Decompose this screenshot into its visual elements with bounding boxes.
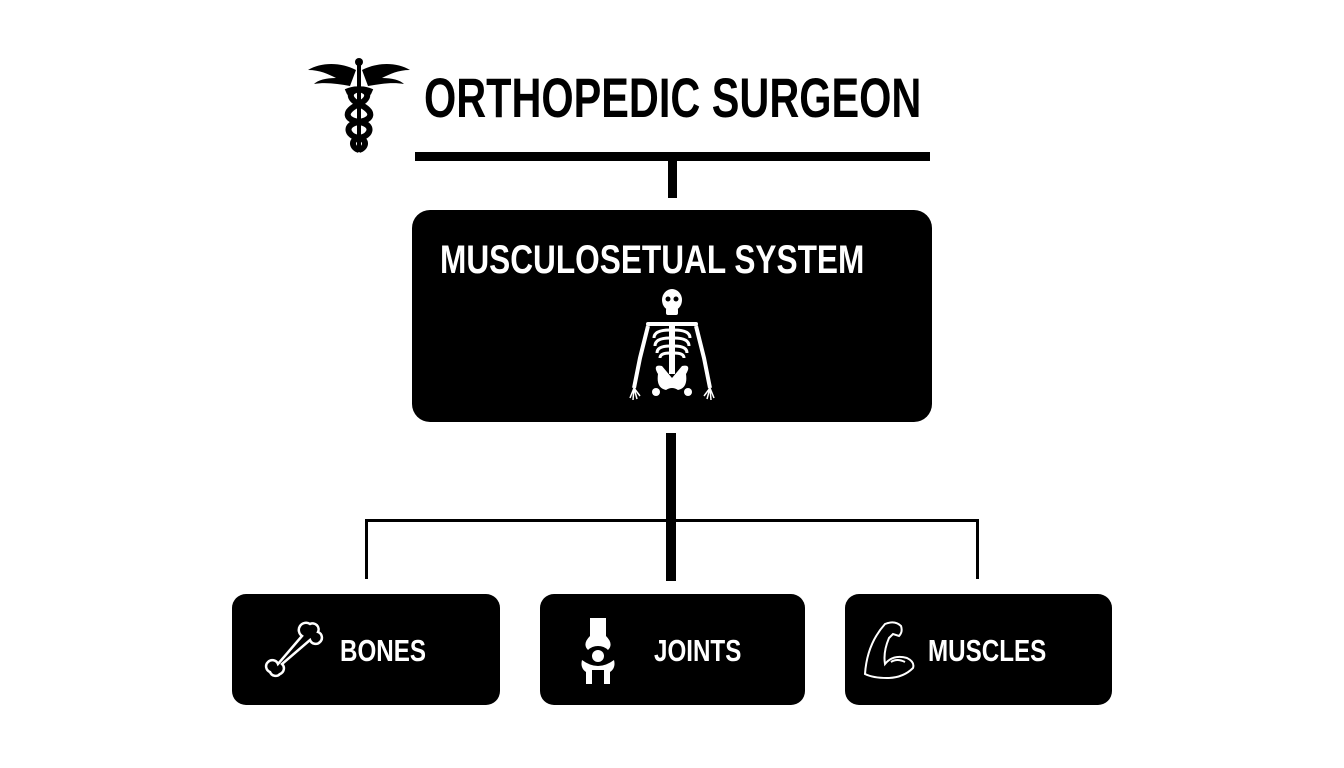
bone-icon xyxy=(264,621,324,678)
branch-line xyxy=(365,519,979,522)
branch-right xyxy=(976,519,979,579)
node-joints: JOINTS xyxy=(540,594,805,705)
title-underline xyxy=(415,152,930,161)
node-muscles-label: MUSCLES xyxy=(928,633,1047,668)
main-node: MUSCULOSETUAL SYSTEM xyxy=(412,210,932,422)
knee-joint-icon xyxy=(581,618,615,684)
node-muscles: MUSCLES xyxy=(845,594,1112,705)
node-bones: BONES xyxy=(232,594,500,705)
main-node-title: MUSCULOSETUAL SYSTEM xyxy=(440,238,865,282)
caduceus-icon xyxy=(308,58,410,153)
page-title: ORTHOPEDIC SURGEON xyxy=(424,66,922,129)
skeleton-icon xyxy=(629,289,715,401)
node-bones-label: BONES xyxy=(340,633,426,668)
branch-left xyxy=(365,519,368,579)
node-joints-label: JOINTS xyxy=(654,633,742,668)
connector-top xyxy=(668,160,677,198)
connector-main-down xyxy=(666,433,676,581)
flexed-arm-icon xyxy=(863,621,915,680)
